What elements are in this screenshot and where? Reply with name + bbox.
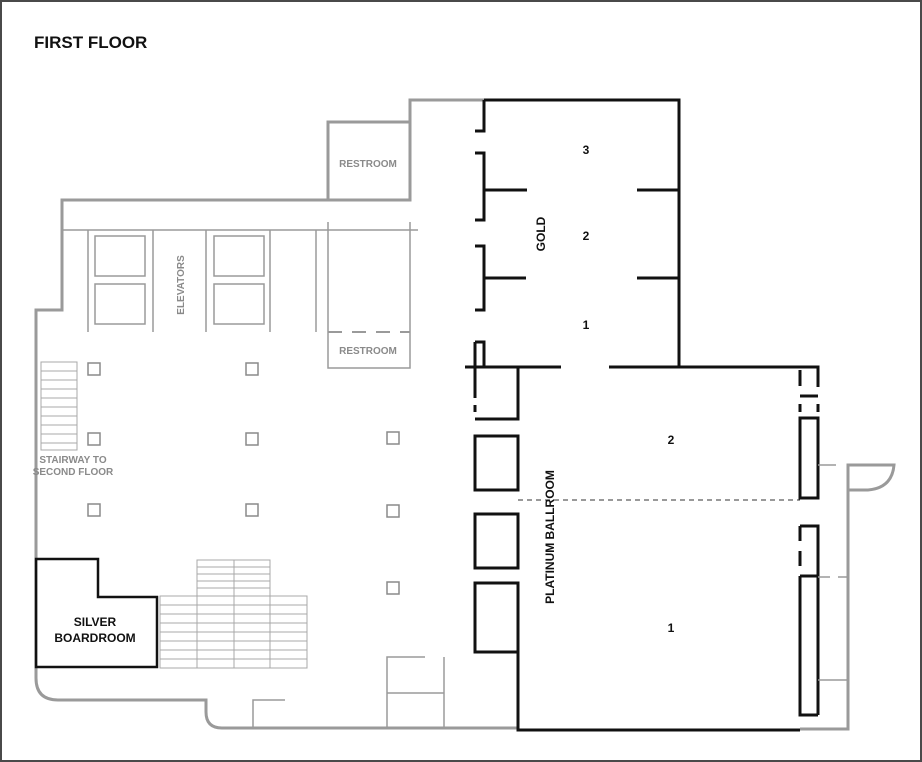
grand-staircase xyxy=(159,559,308,669)
silver-boardroom-label-line1: SILVER xyxy=(74,615,117,629)
silver-boardroom-label-line2: BOARDROOM xyxy=(54,631,135,645)
restroom-lower-label: RESTROOM xyxy=(339,346,397,357)
gold-section-2: 2 xyxy=(583,229,590,243)
floor-title: FIRST FLOOR xyxy=(34,33,147,52)
restroom-lower: RESTROOM xyxy=(315,222,411,369)
gold-section-1: 1 xyxy=(583,318,590,332)
east-entry xyxy=(818,463,896,681)
restroom-upper-label: RESTROOM xyxy=(339,159,397,170)
stairway-label-line2: SECOND FLOOR xyxy=(33,467,114,478)
gold-room: GOLD 3 2 1 xyxy=(465,98,681,369)
bottom-closets xyxy=(252,656,445,728)
building-outline xyxy=(34,98,850,731)
platinum-ballroom-label: PLATINUM BALLROOM xyxy=(543,470,557,604)
gold-room-label: GOLD xyxy=(534,216,548,251)
columns xyxy=(87,362,400,595)
platinum-ballroom: PLATINUM BALLROOM 2 1 xyxy=(473,340,820,732)
elevators: ELEVATORS xyxy=(87,230,271,332)
platinum-section-1: 1 xyxy=(668,621,675,635)
silver-boardroom: SILVER BOARDROOM xyxy=(34,557,159,669)
elevators-label: ELEVATORS xyxy=(176,255,187,315)
gold-section-3: 3 xyxy=(583,143,590,157)
stairway-label-line1: STAIRWAY TO xyxy=(39,455,106,466)
restroom-upper: RESTROOM xyxy=(339,159,397,170)
platinum-section-2: 2 xyxy=(668,433,675,447)
stairway: STAIRWAY TO SECOND FLOOR xyxy=(33,361,114,478)
